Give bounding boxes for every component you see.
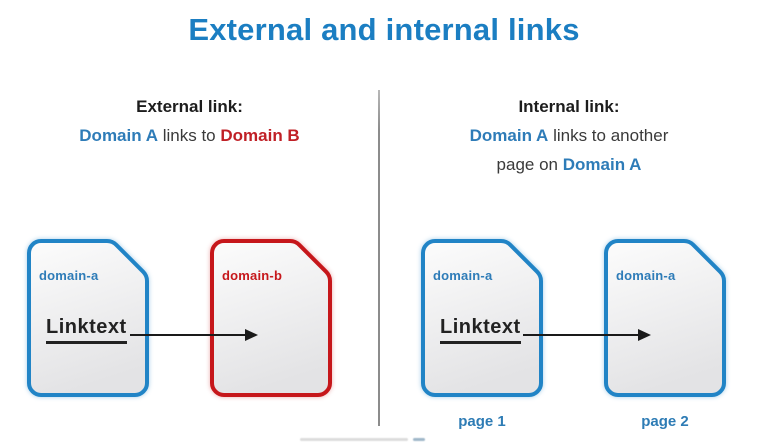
domain-label: domain-a [433, 268, 493, 283]
external-link-heading: External link: [136, 97, 243, 116]
internal-link-header: Internal link: Domain A links to another… [379, 92, 759, 179]
internal-link-arrow-line [523, 334, 638, 336]
document-icon [210, 239, 332, 397]
domain-b-text: Domain B [220, 126, 300, 145]
document-icon [604, 239, 726, 397]
document-domain-a-page1: domain-a Linktext [420, 238, 544, 398]
cropped-watermark-fragment [300, 438, 408, 441]
internal-link-heading: Internal link: [518, 97, 620, 116]
page-2-label: page 2 [641, 413, 689, 430]
links-to-another-text: links to another [548, 126, 669, 145]
linktext-label: Linktext [440, 316, 521, 344]
document-outline [27, 239, 149, 397]
external-link-arrow-line [130, 334, 245, 336]
domain-a-text: Domain A [562, 155, 642, 174]
document-domain-a-page2: domain-a [603, 238, 727, 398]
links-to-text: links to [158, 126, 221, 145]
cropped-watermark-fragment [413, 438, 425, 441]
external-link-header: External link: Domain A links to Domain … [0, 92, 379, 150]
internal-link-arrow-head-icon [638, 329, 651, 341]
section-divider [378, 90, 380, 426]
external-link-arrow-head-icon [245, 329, 258, 341]
document-outline [604, 239, 726, 397]
external-link-sentence: Domain A links to Domain B [0, 121, 379, 150]
internal-link-sentence-line2: page on Domain A [379, 150, 759, 179]
domain-a-text: Domain A [469, 126, 549, 145]
document-icon [27, 239, 149, 397]
page-title: External and internal links [188, 12, 580, 47]
domain-label: domain-a [616, 268, 676, 283]
page-1-label: page 1 [458, 413, 506, 430]
document-icon [421, 239, 543, 397]
document-outline [210, 239, 332, 397]
internal-link-sentence-line1: Domain A links to another [379, 121, 759, 150]
page-on-text: page on [496, 155, 563, 174]
document-domain-a-source: domain-a Linktext [26, 238, 150, 398]
domain-label: domain-a [39, 268, 99, 283]
domain-label: domain-b [222, 268, 283, 283]
domain-a-text: Domain A [79, 126, 158, 145]
linktext-label: Linktext [46, 316, 127, 344]
document-domain-b-target: domain-b [209, 238, 333, 398]
document-outline [421, 239, 543, 397]
